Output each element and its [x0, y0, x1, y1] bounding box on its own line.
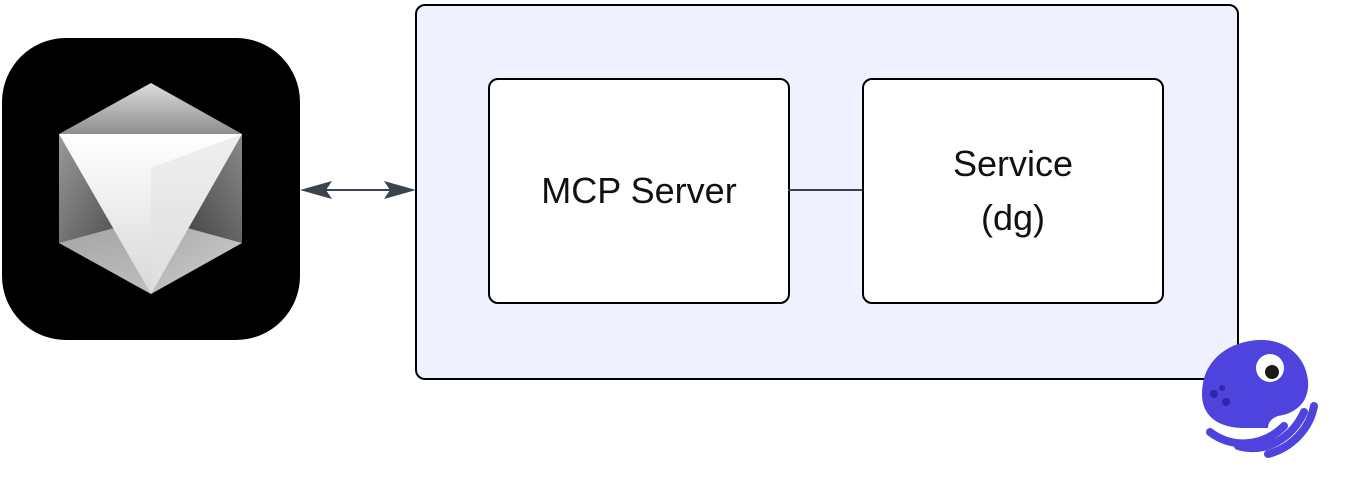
service-sublabel: (dg) — [980, 197, 1046, 238]
cube-icon — [59, 83, 242, 294]
connection-line — [788, 189, 863, 191]
service-box: Service (dg) — [862, 78, 1164, 304]
bidirectional-arrow — [298, 176, 418, 204]
service-label: Service — [952, 143, 1074, 184]
octopus-mascot-icon — [1192, 336, 1322, 460]
mcp-server-label: MCP Server — [541, 170, 737, 211]
cube-app-icon — [2, 38, 300, 340]
mcp-server-box: MCP Server — [488, 78, 790, 304]
